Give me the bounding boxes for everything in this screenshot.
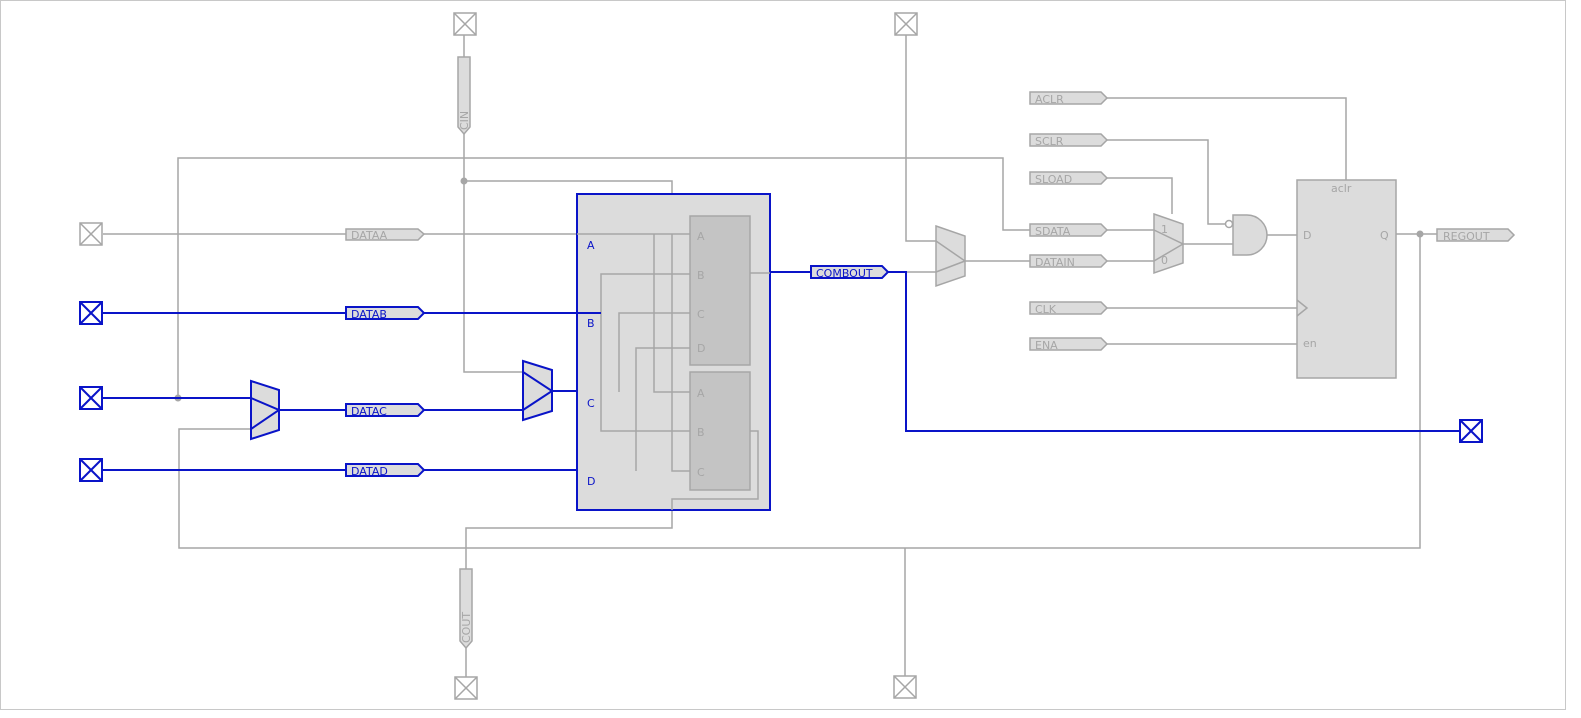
inverter-bubble bbox=[1224, 219, 1234, 229]
register-q-label: Q bbox=[1380, 229, 1389, 242]
upper-lut-pin-c: C bbox=[697, 308, 705, 321]
svg-text:REGOUT: REGOUT bbox=[1443, 230, 1490, 243]
port-bottom-right-box-icon[interactable] bbox=[893, 675, 917, 699]
svg-text:DATAA: DATAA bbox=[351, 229, 388, 242]
sload-mux-in0: 0 bbox=[1161, 254, 1168, 267]
signal-tag-cout[interactable]: COUT bbox=[459, 568, 473, 650]
signal-tag-dataa[interactable]: DATAA bbox=[345, 228, 426, 242]
canvas-frame bbox=[0, 0, 1566, 710]
lut-pin-d-label: D bbox=[587, 475, 595, 488]
upper-lut-pin-b: B bbox=[697, 269, 705, 282]
lut-pin-a-label: A bbox=[587, 239, 595, 252]
svg-text:COUT: COUT bbox=[460, 612, 473, 643]
svg-text:DATAC: DATAC bbox=[351, 405, 387, 418]
signal-tag-sclr[interactable]: SCLR bbox=[1029, 133, 1109, 148]
lower-lut-pin-b: B bbox=[697, 426, 705, 439]
signal-tag-datab[interactable]: DATAB bbox=[345, 306, 426, 321]
port-top-right-box-icon[interactable] bbox=[894, 12, 918, 36]
signal-tag-regout[interactable]: REGOUT bbox=[1436, 228, 1516, 243]
lower-lut-pin-a: A bbox=[697, 387, 705, 400]
svg-text:SDATA: SDATA bbox=[1035, 225, 1071, 238]
upper-lut-pin-d: D bbox=[697, 342, 705, 355]
and-gate[interactable] bbox=[1224, 214, 1268, 256]
svg-text:ENA: ENA bbox=[1035, 339, 1058, 352]
junction-dots bbox=[174, 177, 1424, 402]
signal-tag-datac[interactable]: DATAC bbox=[345, 403, 426, 418]
active-wires bbox=[103, 271, 1460, 471]
signal-tag-aclr[interactable]: ACLR bbox=[1029, 91, 1109, 106]
register-aclr-label: aclr bbox=[1331, 182, 1352, 195]
port-datad-box-icon[interactable] bbox=[79, 458, 103, 482]
signal-tag-clk[interactable]: CLK bbox=[1029, 301, 1109, 316]
sload-mux-in1: 1 bbox=[1161, 223, 1168, 236]
upper-lut: A B C D bbox=[689, 215, 751, 366]
svg-text:DATAD: DATAD bbox=[351, 465, 388, 478]
signal-tag-datain[interactable]: DATAIN bbox=[1029, 254, 1109, 269]
cin-mux[interactable] bbox=[522, 359, 554, 422]
port-dataa-box-icon[interactable] bbox=[79, 222, 103, 246]
signal-tag-combout[interactable]: COMBOUT bbox=[810, 265, 890, 280]
svg-text:COMBOUT: COMBOUT bbox=[816, 267, 873, 280]
datac-mux[interactable] bbox=[250, 379, 282, 441]
lut-inner-wiring bbox=[577, 233, 770, 510]
svg-text:CLK: CLK bbox=[1035, 303, 1057, 316]
signal-tag-datad[interactable]: DATAD bbox=[345, 463, 426, 478]
svg-text:SLOAD: SLOAD bbox=[1035, 173, 1072, 186]
svg-text:DATAIN: DATAIN bbox=[1035, 256, 1075, 269]
port-cin-box-icon[interactable] bbox=[453, 12, 477, 36]
lut-pin-c-label: C bbox=[587, 397, 595, 410]
sload-mux[interactable]: 1 0 bbox=[1153, 212, 1185, 275]
register-d-label: D bbox=[1303, 229, 1311, 242]
lut-pin-b-label: B bbox=[587, 317, 595, 330]
port-combout-box-icon[interactable] bbox=[1459, 419, 1483, 443]
combout-mux[interactable] bbox=[935, 224, 967, 288]
port-datac-box-icon[interactable] bbox=[79, 386, 103, 410]
lower-lut-pin-c: C bbox=[697, 466, 705, 479]
svg-text:DATAB: DATAB bbox=[351, 308, 387, 321]
signal-tag-sdata[interactable]: SDATA bbox=[1029, 223, 1109, 238]
port-datab-box-icon[interactable] bbox=[79, 301, 103, 325]
port-cout-box-icon[interactable] bbox=[454, 676, 478, 700]
lower-lut: A B C bbox=[689, 371, 751, 491]
svg-text:ACLR: ACLR bbox=[1035, 93, 1064, 106]
signal-tag-cin[interactable]: CIN bbox=[457, 56, 471, 136]
signal-tag-sload[interactable]: SLOAD bbox=[1029, 171, 1109, 186]
upper-lut-pin-a: A bbox=[697, 230, 705, 243]
svg-text:CIN: CIN bbox=[458, 111, 471, 130]
register[interactable]: aclr D Q en bbox=[1296, 179, 1397, 379]
register-en-label: en bbox=[1303, 337, 1317, 350]
signal-tag-ena[interactable]: ENA bbox=[1029, 337, 1109, 352]
svg-text:SCLR: SCLR bbox=[1035, 135, 1064, 148]
